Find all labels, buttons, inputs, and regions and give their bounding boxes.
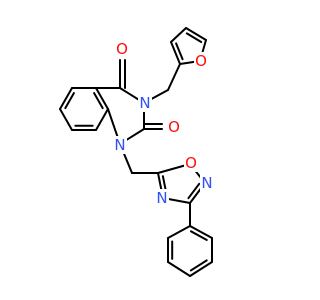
furan-inner-bond (175, 42, 184, 61)
atom-label-background (115, 40, 129, 58)
atom-label-background (200, 174, 214, 192)
furan-bond (185, 27, 207, 41)
phenyl-bond (189, 261, 213, 277)
benzo-inner-bond (93, 92, 104, 110)
atom-label-background (184, 154, 198, 172)
atom-label-o-carbonyl-2: O (168, 118, 180, 136)
atom-label-n-oxadiazole-4: N (156, 189, 167, 207)
atom-label-o-oxadiazole: O (185, 154, 197, 172)
phenyl-inner-bond (189, 259, 208, 272)
phenyl-bond (167, 261, 191, 277)
phenyl-bond (167, 225, 191, 239)
ch2-bond (167, 63, 181, 91)
benzo-bond (59, 108, 73, 131)
atom-label-o-carbonyl-4: O (116, 40, 128, 58)
oxadiazole-inner-bond (187, 182, 201, 200)
furan-inner-bond (185, 32, 203, 44)
benzo-bond (59, 87, 73, 110)
furan-bond (170, 41, 181, 65)
benzo-bond (95, 108, 109, 131)
benzo-bond (95, 87, 109, 110)
atom-label-background (155, 189, 169, 207)
atom-label-n-oxadiazole-2: N (201, 174, 212, 192)
atom-label-background (113, 136, 127, 154)
phenyl-bond (189, 225, 213, 239)
atom-label-n1: N (114, 136, 125, 154)
atom-label-o-furan: O (195, 52, 207, 70)
atom-label-background (194, 52, 208, 70)
atom-label-background (138, 94, 152, 112)
furan-bond (170, 27, 187, 43)
atom-label-background (167, 118, 181, 136)
atom-label-n3: N (139, 94, 150, 112)
phenyl-inner-bond (189, 230, 208, 241)
benzo-inner-bond (64, 92, 75, 110)
